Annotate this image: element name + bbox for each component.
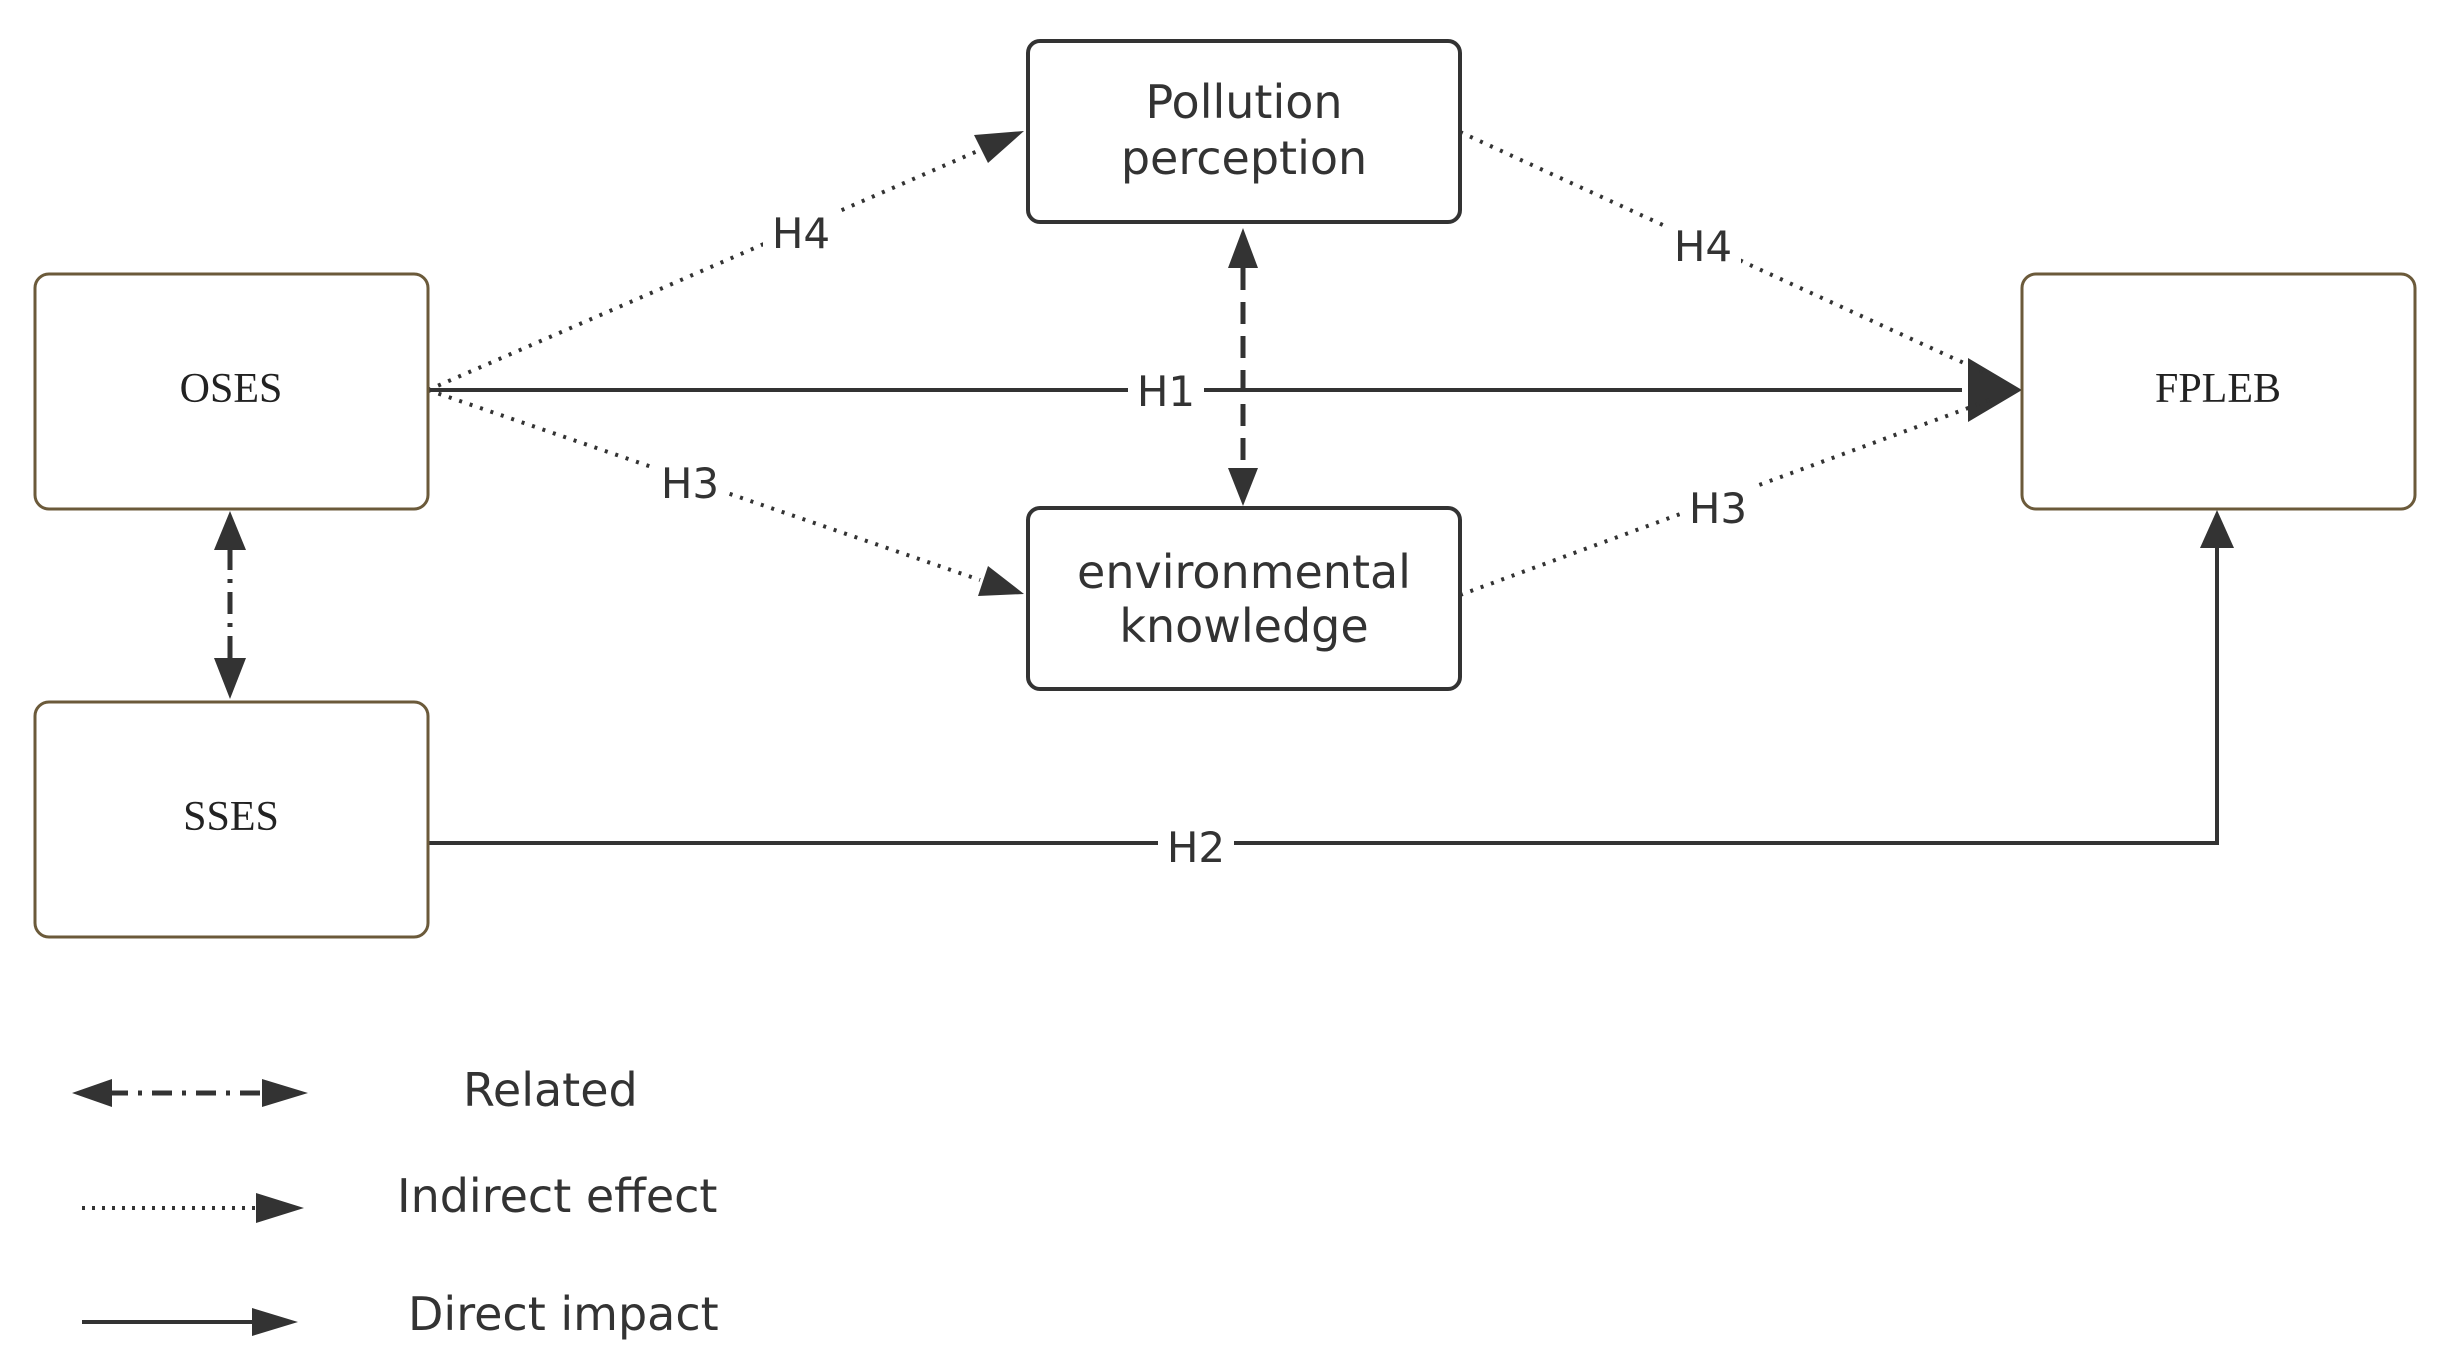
label-h4-right: H4 [1674, 222, 1732, 271]
edge-h4-right-line [1459, 130, 1991, 377]
legend-related: Related [72, 1063, 638, 1117]
node-sses: SSES [33, 700, 430, 939]
legend-direct-arrow [252, 1308, 298, 1336]
edges [214, 130, 2234, 845]
legend-indirect-arrow [256, 1193, 304, 1223]
edge-h3-left-line [427, 388, 981, 582]
related-pp-ek-arrow-down [1228, 468, 1258, 506]
label-h1: H1 [1137, 367, 1195, 416]
legend: Related Indirect effect Direct impact [72, 1063, 719, 1341]
related-oses-sses-arrow-down [214, 658, 246, 699]
node-env-label-line1: environmental [1077, 545, 1411, 599]
legend-related-label: Related [463, 1063, 638, 1117]
label-h3-right: H3 [1689, 484, 1747, 533]
node-oses: OSES [33, 272, 430, 511]
edge-h4-left-line [427, 148, 981, 392]
edge-h2-arrowhead [2200, 510, 2234, 548]
legend-related-arrow-right [262, 1079, 308, 1107]
edge-h2-line [428, 544, 2219, 845]
node-sses-label: SSES [183, 794, 279, 840]
legend-related-arrow-left [72, 1079, 112, 1107]
node-pollution-perception: Pollution perception [1026, 39, 1462, 224]
edge-labels: H1 H2 H4 H4 H3 H3 [652, 208, 1756, 872]
label-h4-left: H4 [772, 209, 830, 258]
node-fpleb-label: FPLEB [2155, 366, 2281, 412]
node-env-label-line2: knowledge [1119, 599, 1368, 653]
legend-indirect-label: Indirect effect [397, 1169, 717, 1223]
related-oses-sses-arrow-up [214, 511, 246, 550]
related-pp-ek-arrow-up [1228, 228, 1258, 268]
node-environmental-knowledge: environmental knowledge [1026, 506, 1462, 691]
edge-h1-arrowhead [1968, 358, 2022, 422]
node-oses-label: OSES [180, 366, 283, 412]
node-pollution-label-line2: perception [1121, 131, 1367, 185]
node-pollution-label-line1: Pollution [1145, 75, 1342, 129]
legend-direct-label: Direct impact [408, 1287, 719, 1341]
label-h2: H2 [1167, 823, 1225, 872]
legend-indirect: Indirect effect [82, 1169, 717, 1223]
edge-h3-left-arrowhead [978, 566, 1024, 596]
node-fpleb: FPLEB [2020, 272, 2417, 511]
edge-h4-left-arrowhead [974, 131, 1024, 163]
label-h3-left: H3 [661, 459, 719, 508]
legend-direct: Direct impact [82, 1287, 719, 1341]
